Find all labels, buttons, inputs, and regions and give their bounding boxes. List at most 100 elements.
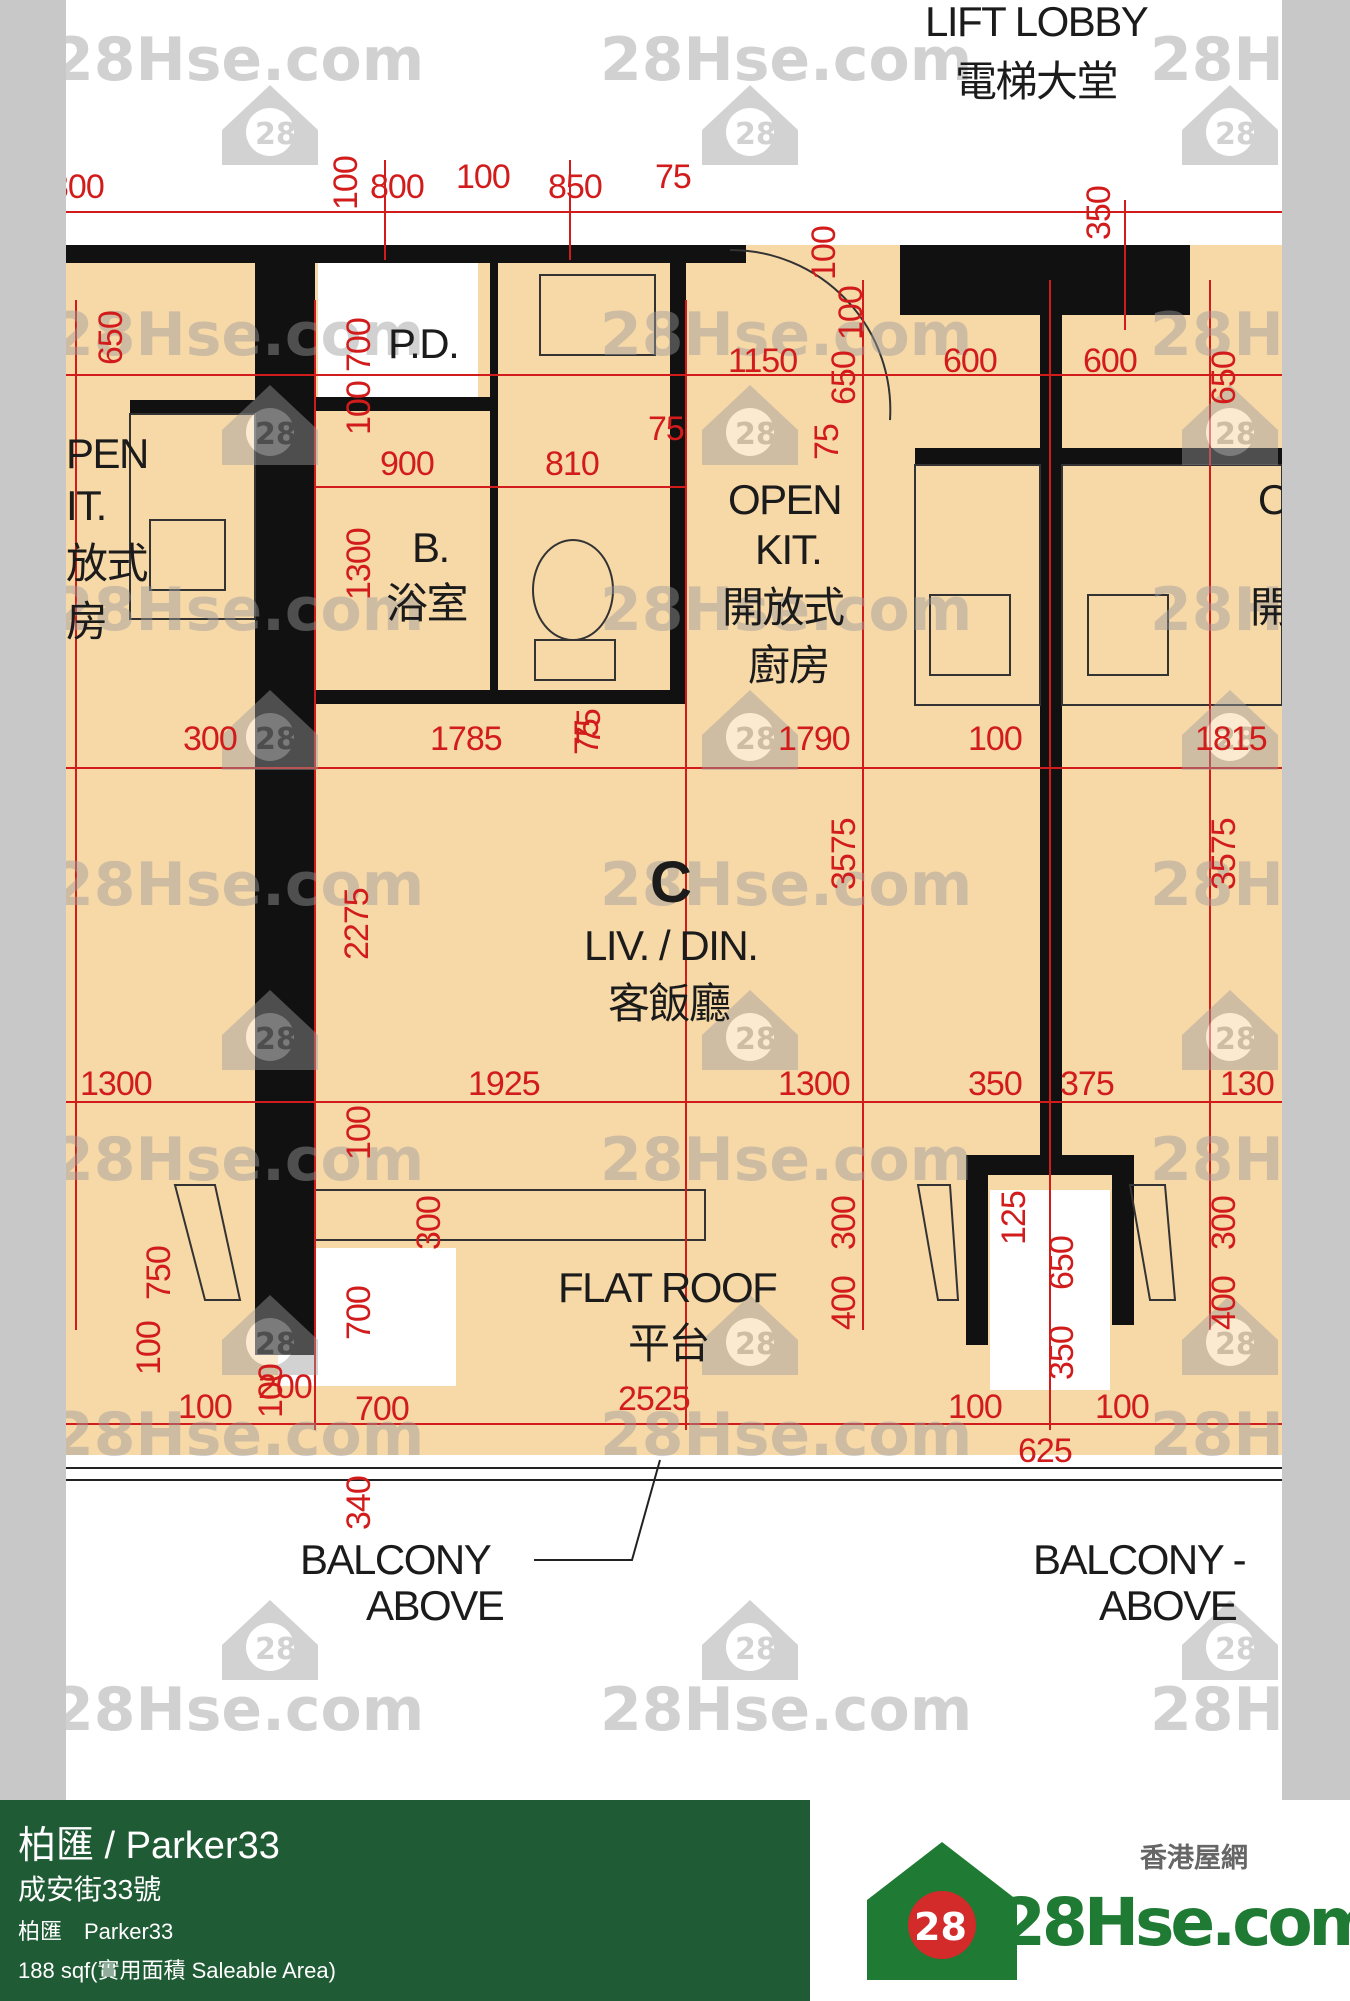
- dim-label: 100: [327, 156, 365, 210]
- counter-kit-c: [914, 464, 1041, 706]
- flat-roof-label-cn: 平台: [628, 1320, 709, 1367]
- logo-site-name[interactable]: 28Hse.com: [1000, 1884, 1350, 1961]
- watermark-badge-label: 28: [1215, 117, 1257, 152]
- living-label: LIV. / DIN.: [584, 922, 757, 969]
- property-area: 188 sqf(實用面積 Saleable Area): [18, 1958, 336, 1983]
- dimension-lines: [66, 160, 1282, 1430]
- wall-bath-bottom: [315, 690, 686, 704]
- dim-label: 600: [943, 342, 997, 380]
- logo-badge-icon: [908, 1891, 976, 1959]
- watermark-badge-label: 28: [255, 417, 297, 452]
- watermark-text: 28Hse.com: [600, 575, 972, 645]
- kitchen-label: KIT.: [755, 526, 821, 573]
- watermark-badge-label: 28: [255, 722, 297, 757]
- watermark-text: 28Hse.com: [600, 850, 972, 920]
- wall-right-kit-top: [915, 448, 1282, 466]
- dim-label: 100: [130, 1321, 168, 1375]
- dim-label: 1300: [778, 1065, 850, 1103]
- dim-label: 400: [825, 1276, 863, 1330]
- dim-label: 100: [832, 286, 870, 340]
- watermark-text: 28Hse.com: [1150, 575, 1350, 645]
- dim-label: 750: [140, 1246, 178, 1300]
- counter-left: [129, 413, 256, 620]
- pd-label: P.D.: [388, 320, 458, 367]
- watermark-badge-label: 28: [735, 417, 777, 452]
- watermark-text: 28Hse.com: [1150, 1125, 1350, 1195]
- dim-label: 300: [410, 1196, 448, 1250]
- property-address: 成安街33號: [18, 1874, 162, 1905]
- watermark-text: 28Hse.com: [52, 1125, 424, 1195]
- balcony-label: ABOVE: [366, 1582, 504, 1629]
- wall-top: [66, 245, 746, 263]
- dim-label: 75: [570, 709, 608, 745]
- watermark-text: 28Hse.com: [600, 1400, 972, 1470]
- dim-label: 650: [1043, 1236, 1081, 1290]
- room-labels: LIFT LOBBY 電梯大堂 P.D. B. 浴室 OPEN KIT. 開放式…: [66, 0, 1282, 1629]
- wall-lobby-top: [900, 245, 1190, 315]
- dim-label: 200: [258, 1368, 312, 1406]
- dim-label: 100: [252, 1364, 290, 1418]
- balcony-label-right: ABOVE: [1099, 1582, 1237, 1629]
- dim-label: 75: [568, 719, 606, 755]
- dimension-labels: 300 800 100 850 75 100 350 100 650 700 1…: [66, 156, 1275, 1530]
- brand-logo[interactable]: 28: [862, 1830, 1282, 1990]
- watermark-text: 28Hse.com: [52, 300, 424, 370]
- wall-left-kit-top: [130, 400, 255, 414]
- dim-label: 650: [92, 311, 130, 365]
- dim-label: 100: [948, 1388, 1002, 1426]
- wall-right-lower-post: [966, 1155, 988, 1345]
- watermark-badge-label: 28: [735, 1022, 777, 1057]
- watermark-badge-label: 28: [1215, 1022, 1257, 1057]
- dim-label: 1785: [430, 720, 502, 758]
- watermark-text: 28Hse.com: [1150, 850, 1350, 920]
- lift-lobby-label: LIFT LOBBY: [925, 0, 1149, 45]
- dim-label: 900: [380, 445, 434, 483]
- dim-label: 75: [655, 158, 691, 196]
- watermark-badge-label: 28: [1215, 1327, 1257, 1362]
- dim-label: 75: [808, 424, 846, 460]
- watermark-badge-label: 28: [255, 117, 297, 152]
- watermark-badge-label: 28: [735, 722, 777, 757]
- watermark-badge-label: 28: [1215, 417, 1257, 452]
- balcony-label: BALCONY: [300, 1536, 492, 1583]
- balcony-leader: [534, 1459, 661, 1561]
- door-swing: [729, 248, 892, 421]
- floor-plan-drawing: 28Hse.com 28Hse.com 28Hse.com 28Hse.com …: [52, 0, 1350, 1745]
- sink-kit-c: [929, 594, 1011, 676]
- dim-label: 350: [1080, 186, 1118, 240]
- balcony-label-right: BALCONY -: [1033, 1536, 1246, 1583]
- watermark-badge-label: 28: [735, 1327, 777, 1362]
- dim-label: 1150: [728, 342, 797, 380]
- watermark-text: 28Hse.com: [1150, 1400, 1350, 1470]
- watermark-text: 28Hse.com: [52, 1675, 424, 1745]
- lift-lobby-label-cn: 電梯大堂: [955, 58, 1117, 105]
- planter-right: [1128, 1184, 1177, 1301]
- watermark-text: 28Hse.com: [600, 300, 972, 370]
- watermark-layer: 28Hse.com 28Hse.com 28Hse.com 28Hse.com …: [52, 25, 1350, 1745]
- left-kitchen-label-cn: 放式: [66, 540, 148, 587]
- dim-label: 100: [456, 158, 510, 196]
- dim-label: 800: [370, 168, 424, 206]
- dim-label: 350: [1043, 1326, 1081, 1380]
- logo-badge-label: 28: [914, 1905, 967, 1949]
- dim-label: 100: [805, 226, 843, 280]
- dim-label: 350: [968, 1065, 1022, 1103]
- wall-bath-right: [670, 263, 686, 703]
- counter-kit-right: [1061, 464, 1282, 706]
- watermark-text: 28Hse.com: [1150, 1675, 1350, 1745]
- dim-label: 130: [1220, 1065, 1274, 1103]
- watermark-badge-label: 28: [255, 1022, 297, 1057]
- sink-left: [149, 519, 226, 591]
- dim-label: 2525: [618, 1380, 690, 1418]
- dim-label: 3575: [825, 818, 863, 890]
- dim-label: 1790: [778, 720, 850, 758]
- living-label-cn: 客飯廳: [608, 980, 730, 1027]
- watermark-text: 28Hse.com: [52, 575, 424, 645]
- dim-label: 340: [340, 1476, 378, 1530]
- dim-label: 700: [355, 1390, 409, 1428]
- info-panel: [0, 1800, 810, 2001]
- left-kitchen-label: PEN: [66, 430, 148, 477]
- kitchen-label-cn: 開放式: [722, 584, 844, 631]
- dim-label: 1300: [80, 1065, 152, 1103]
